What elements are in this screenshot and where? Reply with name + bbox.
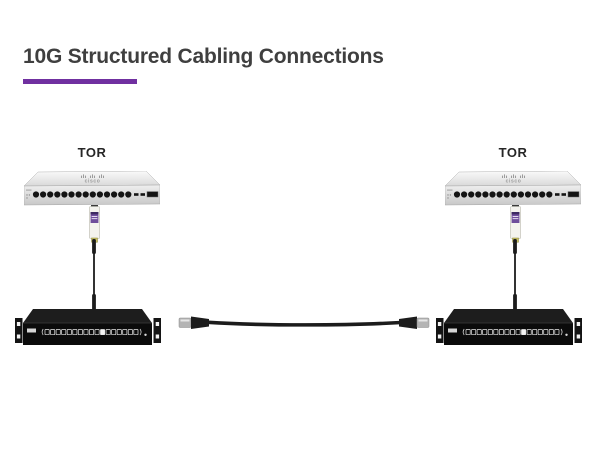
rj45-connector-right [399, 316, 430, 329]
svg-text:cisco: cisco [506, 179, 522, 185]
dac-cable-icon [513, 239, 517, 311]
title-underline [23, 79, 137, 84]
patch-panel-icon [15, 309, 161, 345]
cisco-logo: cisco [81, 174, 104, 185]
svg-text:cisco: cisco [85, 179, 101, 185]
ethernet-patch-cable-icon [178, 316, 430, 329]
rj45-connector-left [178, 316, 209, 329]
dac-cable-icon [92, 239, 96, 311]
rack-ear-left [436, 318, 444, 343]
panel-ports [462, 328, 563, 336]
switch-status-leds [26, 189, 32, 199]
switch-ports [32, 191, 159, 198]
cisco-switch-icon: cisco [445, 171, 581, 206]
switch-ports [453, 191, 580, 198]
patch-panel-icon [436, 309, 582, 345]
rack-ear-right [153, 318, 161, 343]
rack-ear-left [15, 318, 23, 343]
rack-group-left: TOR cisco [14, 145, 170, 355]
tor-label-right: TOR [498, 145, 528, 160]
sfp-transceiver-icon [510, 205, 521, 243]
sfp-transceiver-icon [89, 205, 100, 243]
rack-ear-right [574, 318, 582, 343]
rack-group-right: TOR cisco [435, 145, 591, 355]
cisco-switch-icon: cisco [24, 171, 160, 206]
panel-ports [41, 328, 142, 336]
tor-label-left: TOR [77, 145, 107, 160]
cisco-logo: cisco [502, 174, 525, 185]
panel-port-connected [100, 329, 106, 336]
switch-status-leds [447, 189, 453, 199]
panel-port-connected [521, 329, 527, 336]
page-title: 10G Structured Cabling Connections [23, 45, 384, 68]
